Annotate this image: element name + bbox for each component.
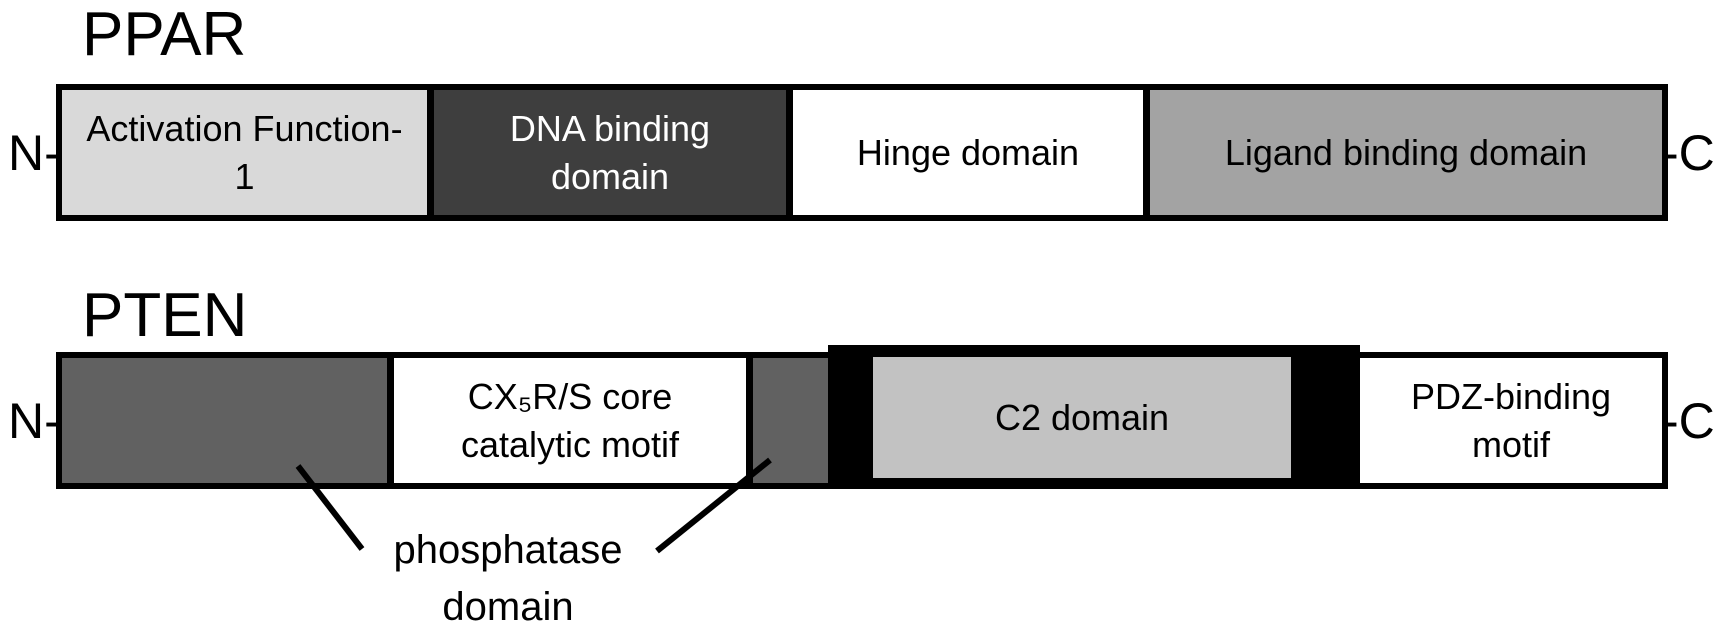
ppar-n-terminus-label: N- — [8, 124, 61, 181]
ppar-segment-dna-binding-domain: DNA binding domain — [434, 90, 786, 215]
segment-label: C2 domain — [994, 396, 1170, 438]
ppar-c-terminus-label: -C — [1662, 124, 1715, 181]
pten-segment-c2-domain: C2 domain — [873, 357, 1291, 478]
ppar-domain-bar: Activation Function-1 DNA binding domain… — [56, 84, 1668, 221]
segment-label: Activation Function-1 — [86, 107, 403, 197]
segment-label: Ligand binding domain — [1224, 131, 1588, 173]
segment-divider — [427, 90, 434, 215]
segment-label: PDZ-binding motif — [1410, 375, 1612, 465]
pten-segment-catalytic-motif: CX₅R/S core catalytic motif — [394, 358, 746, 483]
pten-n-terminus-label: N- — [8, 392, 61, 449]
pten-segment-phosphatase-domain-n — [62, 358, 387, 483]
segment-label: DNA binding domain — [509, 107, 711, 197]
segment-divider — [786, 90, 793, 215]
segment-divider — [387, 358, 394, 483]
segment-label: Hinge domain — [856, 131, 1080, 173]
segment-divider — [746, 358, 753, 483]
segment-label: CX₅R/S core catalytic motif — [460, 375, 680, 465]
pten-title: PTEN — [82, 281, 248, 350]
pten-domain-bar: CX₅R/S core catalytic motif C2 domain PD… — [56, 345, 1668, 489]
pten-segment-pdz-binding-motif: PDZ-binding motif — [1360, 358, 1662, 483]
phosphatase-domain-callout-label: phosphatase domain — [393, 528, 623, 629]
segment-divider — [1143, 90, 1150, 215]
pten-c2-raised-block: C2 domain — [828, 345, 1360, 482]
ppar-title: PPAR — [82, 0, 247, 69]
ppar-segment-hinge-domain: Hinge domain — [793, 90, 1143, 215]
ppar-segment-activation-function-1: Activation Function-1 — [62, 90, 427, 215]
pten-c-terminus-label: -C — [1662, 392, 1715, 449]
pten-segment-phosphatase-domain-c — [753, 358, 828, 483]
ppar-segment-ligand-binding-domain: Ligand binding domain — [1150, 90, 1662, 215]
